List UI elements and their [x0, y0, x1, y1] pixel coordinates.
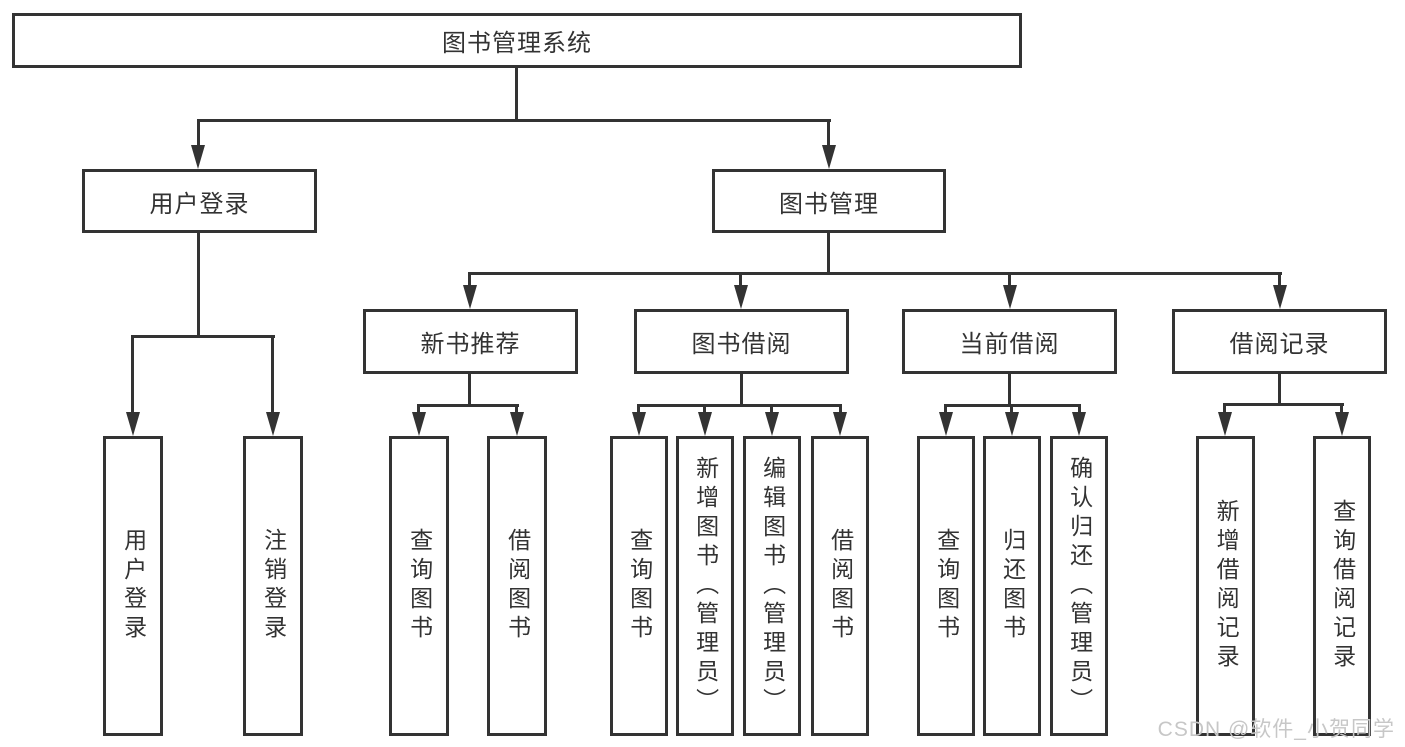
- leaf-recommend-query-book-label: 查询图书: [406, 528, 433, 644]
- leaf-record-query: 查询借阅记录: [1313, 436, 1371, 736]
- arrow-down-icon: [1335, 412, 1349, 436]
- node-book-borrow: 图书借阅: [634, 309, 849, 374]
- connector-line: [739, 272, 742, 287]
- leaf-borrow-query-book-label: 查询图书: [626, 528, 653, 644]
- arrow-down-icon: [463, 285, 477, 309]
- connector-line: [197, 119, 831, 122]
- connector-line: [1223, 403, 1226, 414]
- leaf-record-add-label: 新增借阅记录: [1213, 499, 1240, 673]
- connector-line: [740, 373, 743, 406]
- leaf-borrow-edit-book: 编辑图书（管理员）: [743, 436, 801, 736]
- connector-line: [770, 404, 773, 414]
- connector-line: [515, 68, 518, 121]
- connector-line: [827, 119, 830, 147]
- connector-line: [827, 233, 830, 274]
- arrow-down-icon: [1003, 285, 1017, 309]
- arrow-down-icon: [266, 412, 280, 436]
- leaf-current-return-book-label: 归还图书: [999, 528, 1026, 644]
- connector-line: [1278, 272, 1281, 287]
- leaf-borrow-borrow-book-label: 借阅图书: [827, 528, 854, 644]
- leaf-borrow-borrow-book: 借阅图书: [811, 436, 869, 736]
- arrow-down-icon: [1072, 412, 1086, 436]
- connector-line: [1010, 404, 1013, 414]
- leaf-logout: 注销登录: [243, 436, 303, 736]
- node-root-label: 图书管理系统: [442, 30, 592, 57]
- connector-line: [271, 335, 274, 415]
- node-book-borrow-label: 图书借阅: [691, 331, 792, 358]
- node-new-book-recommend: 新书推荐: [363, 309, 578, 374]
- leaf-logout-label: 注销登录: [260, 528, 287, 644]
- arrow-down-icon: [734, 285, 748, 309]
- watermark: CSDN @软件_小贺同学: [1157, 718, 1395, 741]
- connector-line: [1008, 272, 1011, 287]
- node-root: 图书管理系统: [12, 13, 1022, 68]
- leaf-current-return-book: 归还图书: [983, 436, 1041, 736]
- connector-line: [1278, 373, 1281, 406]
- arrow-down-icon: [939, 412, 953, 436]
- node-book-management-label: 图书管理: [779, 190, 879, 218]
- arrow-down-icon: [698, 412, 712, 436]
- arrow-down-icon: [765, 412, 779, 436]
- leaf-record-query-label: 查询借阅记录: [1329, 499, 1356, 673]
- leaf-record-add: 新增借阅记录: [1196, 436, 1255, 736]
- arrow-down-icon: [1005, 412, 1019, 436]
- arrow-down-icon: [126, 412, 140, 436]
- connector-line: [637, 404, 640, 414]
- arrow-down-icon: [833, 412, 847, 436]
- arrow-down-icon: [510, 412, 524, 436]
- node-borrow-record: 借阅记录: [1172, 309, 1387, 374]
- connector-line: [197, 119, 200, 147]
- node-current-borrow-label: 当前借阅: [959, 331, 1060, 358]
- leaf-recommend-borrow-book-label: 借阅图书: [504, 528, 531, 644]
- connector-line: [839, 404, 842, 414]
- connector-line: [944, 404, 947, 414]
- connector-line: [637, 404, 842, 407]
- leaf-borrow-query-book: 查询图书: [610, 436, 668, 736]
- arrow-down-icon: [191, 145, 205, 169]
- leaf-recommend-borrow-book: 借阅图书: [487, 436, 547, 736]
- connector-line: [468, 272, 471, 287]
- leaf-borrow-add-book: 新增图书（管理员）: [676, 436, 734, 736]
- arrow-down-icon: [1273, 285, 1287, 309]
- leaf-user-login: 用户登录: [103, 436, 163, 736]
- leaf-recommend-query-book: 查询图书: [389, 436, 449, 736]
- node-borrow-record-label: 借阅记录: [1229, 331, 1330, 358]
- arrow-down-icon: [822, 145, 836, 169]
- arrow-down-icon: [412, 412, 426, 436]
- connector-line: [131, 335, 275, 338]
- leaf-user-login-label: 用户登录: [120, 528, 147, 644]
- leaf-current-confirm-return: 确认归还（管理员）: [1050, 436, 1108, 736]
- connector-line: [417, 404, 519, 407]
- connector-line: [1008, 373, 1011, 406]
- connector-line: [131, 335, 134, 415]
- node-user-login: 用户登录: [82, 169, 317, 233]
- leaf-borrow-add-book-label: 新增图书（管理员）: [692, 455, 719, 717]
- connector-line: [1223, 403, 1344, 406]
- connector-line: [703, 404, 706, 414]
- connector-line: [515, 404, 518, 414]
- connector-line: [468, 373, 471, 406]
- connector-line: [468, 272, 1282, 275]
- leaf-current-query-book-label: 查询图书: [933, 528, 960, 644]
- node-new-book-recommend-label: 新书推荐: [420, 331, 521, 358]
- leaf-current-query-book: 查询图书: [917, 436, 975, 736]
- connector-line: [417, 404, 420, 414]
- connector-line: [197, 233, 200, 337]
- arrow-down-icon: [1218, 412, 1232, 436]
- connector-line: [1340, 403, 1343, 414]
- leaf-borrow-edit-book-label: 编辑图书（管理员）: [759, 455, 786, 717]
- node-user-login-label: 用户登录: [149, 190, 250, 218]
- leaf-current-confirm-return-label: 确认归还（管理员）: [1066, 455, 1093, 717]
- connector-line: [1078, 404, 1081, 414]
- arrow-down-icon: [632, 412, 646, 436]
- node-book-management: 图书管理: [712, 169, 946, 233]
- node-current-borrow: 当前借阅: [902, 309, 1117, 374]
